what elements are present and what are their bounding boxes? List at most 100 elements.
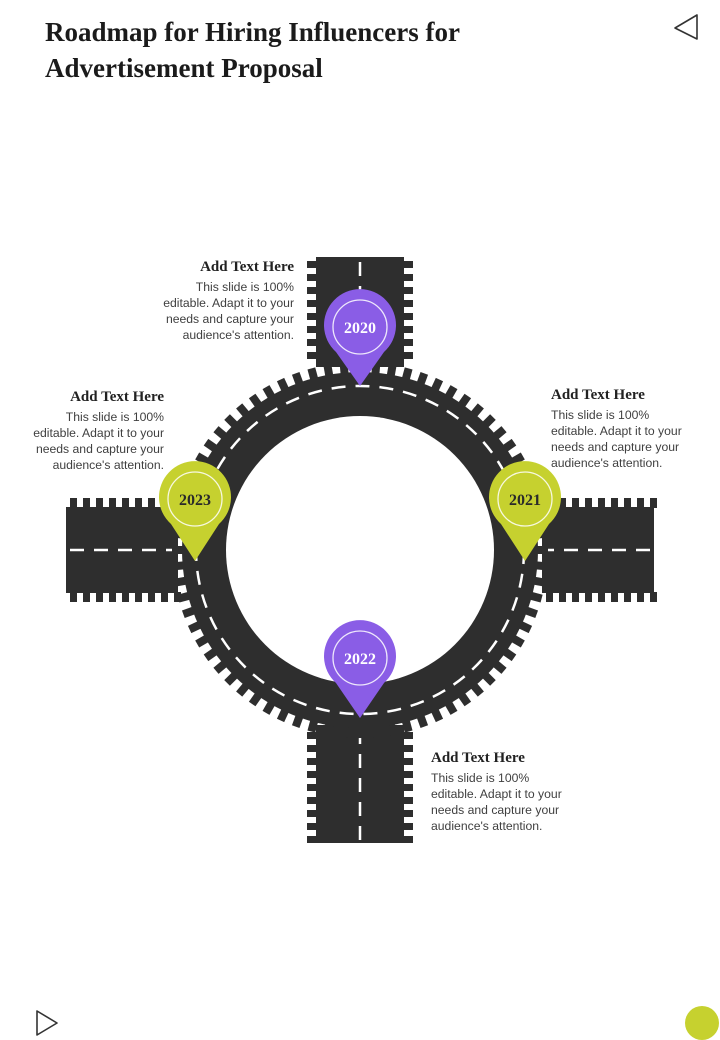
road-edge-tooth — [307, 836, 317, 843]
note-2023-body: This slide is 100% editable. Adapt it to… — [14, 409, 164, 473]
road-north-edges — [307, 261, 413, 359]
pin-2023-year: 2023 — [179, 492, 211, 509]
road-edge-tooth — [572, 592, 579, 602]
road-edge-tooth — [403, 326, 413, 333]
road-edge-tooth — [403, 352, 413, 359]
road-edge-tooth — [307, 758, 317, 765]
pin-2023[interactable]: 2023 — [159, 461, 232, 561]
road-edge-tooth — [403, 287, 413, 294]
road-edge-tooth — [637, 498, 644, 508]
note-2020-heading: Add Text Here — [200, 259, 294, 275]
road-edge-tooth — [109, 592, 116, 602]
road-edge-tooth — [96, 592, 103, 602]
road-edge-tooth — [403, 758, 413, 765]
note-2021-line-3: needs and capture your — [551, 440, 680, 454]
note-2022-line-4: audience's attention. — [431, 819, 543, 833]
title-line-1: Roadmap for Hiring Influencers for — [45, 17, 460, 47]
road-edge-tooth — [307, 274, 317, 281]
road-edge-tooth — [161, 592, 168, 602]
pin-2021-year: 2021 — [509, 492, 541, 509]
road-edge-tooth — [598, 498, 605, 508]
corner-accent-dot — [685, 1006, 719, 1040]
road-edge-tooth — [122, 498, 129, 508]
road-edge-tooth — [307, 745, 317, 752]
road-edge-tooth — [307, 784, 317, 791]
slide-title: Roadmap for Hiring Influencers for Adver… — [45, 14, 605, 86]
road-edge-tooth — [403, 274, 413, 281]
road-edge-tooth — [403, 797, 413, 804]
road-edge-tooth — [546, 592, 553, 602]
road-edge-tooth — [70, 498, 77, 508]
road-edge-tooth — [559, 592, 566, 602]
road-edge-tooth — [307, 823, 317, 830]
note-2023-line-4: audience's attention. — [52, 458, 164, 472]
road-edge-tooth — [611, 498, 618, 508]
note-2021-heading: Add Text Here — [551, 387, 645, 403]
note-2022-line-2: editable. Adapt it to your — [431, 787, 562, 801]
road-east — [540, 498, 657, 602]
road-edge-tooth — [109, 498, 116, 508]
road-edge-tooth — [307, 261, 317, 268]
note-2021-line-2: editable. Adapt it to your — [551, 424, 682, 438]
road-edge-tooth — [307, 313, 317, 320]
road-edge-tooth — [624, 592, 631, 602]
note-2023: Add Text Here This slide is 100% editabl… — [14, 388, 164, 473]
note-2022: Add Text Here This slide is 100% editabl… — [431, 749, 591, 834]
road-edge-tooth — [307, 300, 317, 307]
road-edge-tooth — [624, 498, 631, 508]
road-edge-tooth — [403, 261, 413, 268]
road-south — [307, 725, 413, 843]
road-edge-tooth — [559, 498, 566, 508]
note-2023-line-2: editable. Adapt it to your — [33, 426, 164, 440]
note-2020-body: This slide is 100% editable. Adapt it to… — [144, 279, 294, 343]
road-edge-tooth — [135, 592, 142, 602]
note-2020-line-3: needs and capture your — [165, 312, 294, 326]
triangle-left-outline-icon[interactable] — [672, 12, 700, 42]
note-2021: Add Text Here This slide is 100% editabl… — [551, 386, 711, 471]
pin-2021[interactable]: 2021 — [489, 461, 561, 561]
road-edge-tooth — [307, 352, 317, 359]
note-2020: Add Text Here This slide is 100% editabl… — [144, 258, 294, 343]
road-edge-tooth — [611, 592, 618, 602]
road-edge-tooth — [307, 771, 317, 778]
note-2022-line-1: This slide is 100% — [431, 771, 530, 785]
note-2020-line-1: This slide is 100% — [195, 280, 294, 294]
road-edge-tooth — [585, 592, 592, 602]
pin-2020[interactable]: 2020 — [323, 289, 396, 386]
road-edge-tooth — [650, 592, 657, 602]
note-2021-line-4: audience's attention. — [551, 456, 663, 470]
note-2023-heading: Add Text Here — [70, 389, 164, 405]
triangle-right-outline-icon[interactable] — [34, 1008, 60, 1038]
pin-2022[interactable]: 2022 — [323, 620, 396, 718]
road-edge-tooth — [148, 498, 155, 508]
note-2023-line-1: This slide is 100% — [65, 410, 164, 424]
road-edge-tooth — [572, 498, 579, 508]
title-line-2: Advertisement Proposal — [45, 53, 323, 83]
road-edge-tooth — [403, 313, 413, 320]
road-edge-tooth — [403, 339, 413, 346]
road-edge-tooth — [403, 732, 413, 739]
road-edge-tooth — [307, 732, 317, 739]
road-edge-tooth — [174, 592, 181, 602]
road-edge-tooth — [307, 339, 317, 346]
road-edge-tooth — [650, 498, 657, 508]
road-edge-tooth — [307, 797, 317, 804]
road-south-edges — [307, 732, 413, 843]
pin-2022-year: 2022 — [344, 651, 376, 668]
note-2020-line-2: editable. Adapt it to your — [163, 296, 294, 310]
note-2022-heading: Add Text Here — [431, 750, 525, 766]
road-edge-tooth — [403, 784, 413, 791]
road-edge-tooth — [403, 300, 413, 307]
note-2021-line-1: This slide is 100% — [551, 408, 650, 422]
road-edge-tooth — [135, 498, 142, 508]
road-edge-tooth — [307, 287, 317, 294]
road-edge-tooth — [307, 810, 317, 817]
road-edge-tooth — [70, 592, 77, 602]
road-edge-tooth — [96, 498, 103, 508]
road-edge-tooth — [403, 823, 413, 830]
note-2022-body: This slide is 100% editable. Adapt it to… — [431, 770, 591, 834]
note-2020-line-4: audience's attention. — [182, 328, 294, 342]
road-edge-tooth — [83, 592, 90, 602]
note-2023-line-3: needs and capture your — [35, 442, 164, 456]
